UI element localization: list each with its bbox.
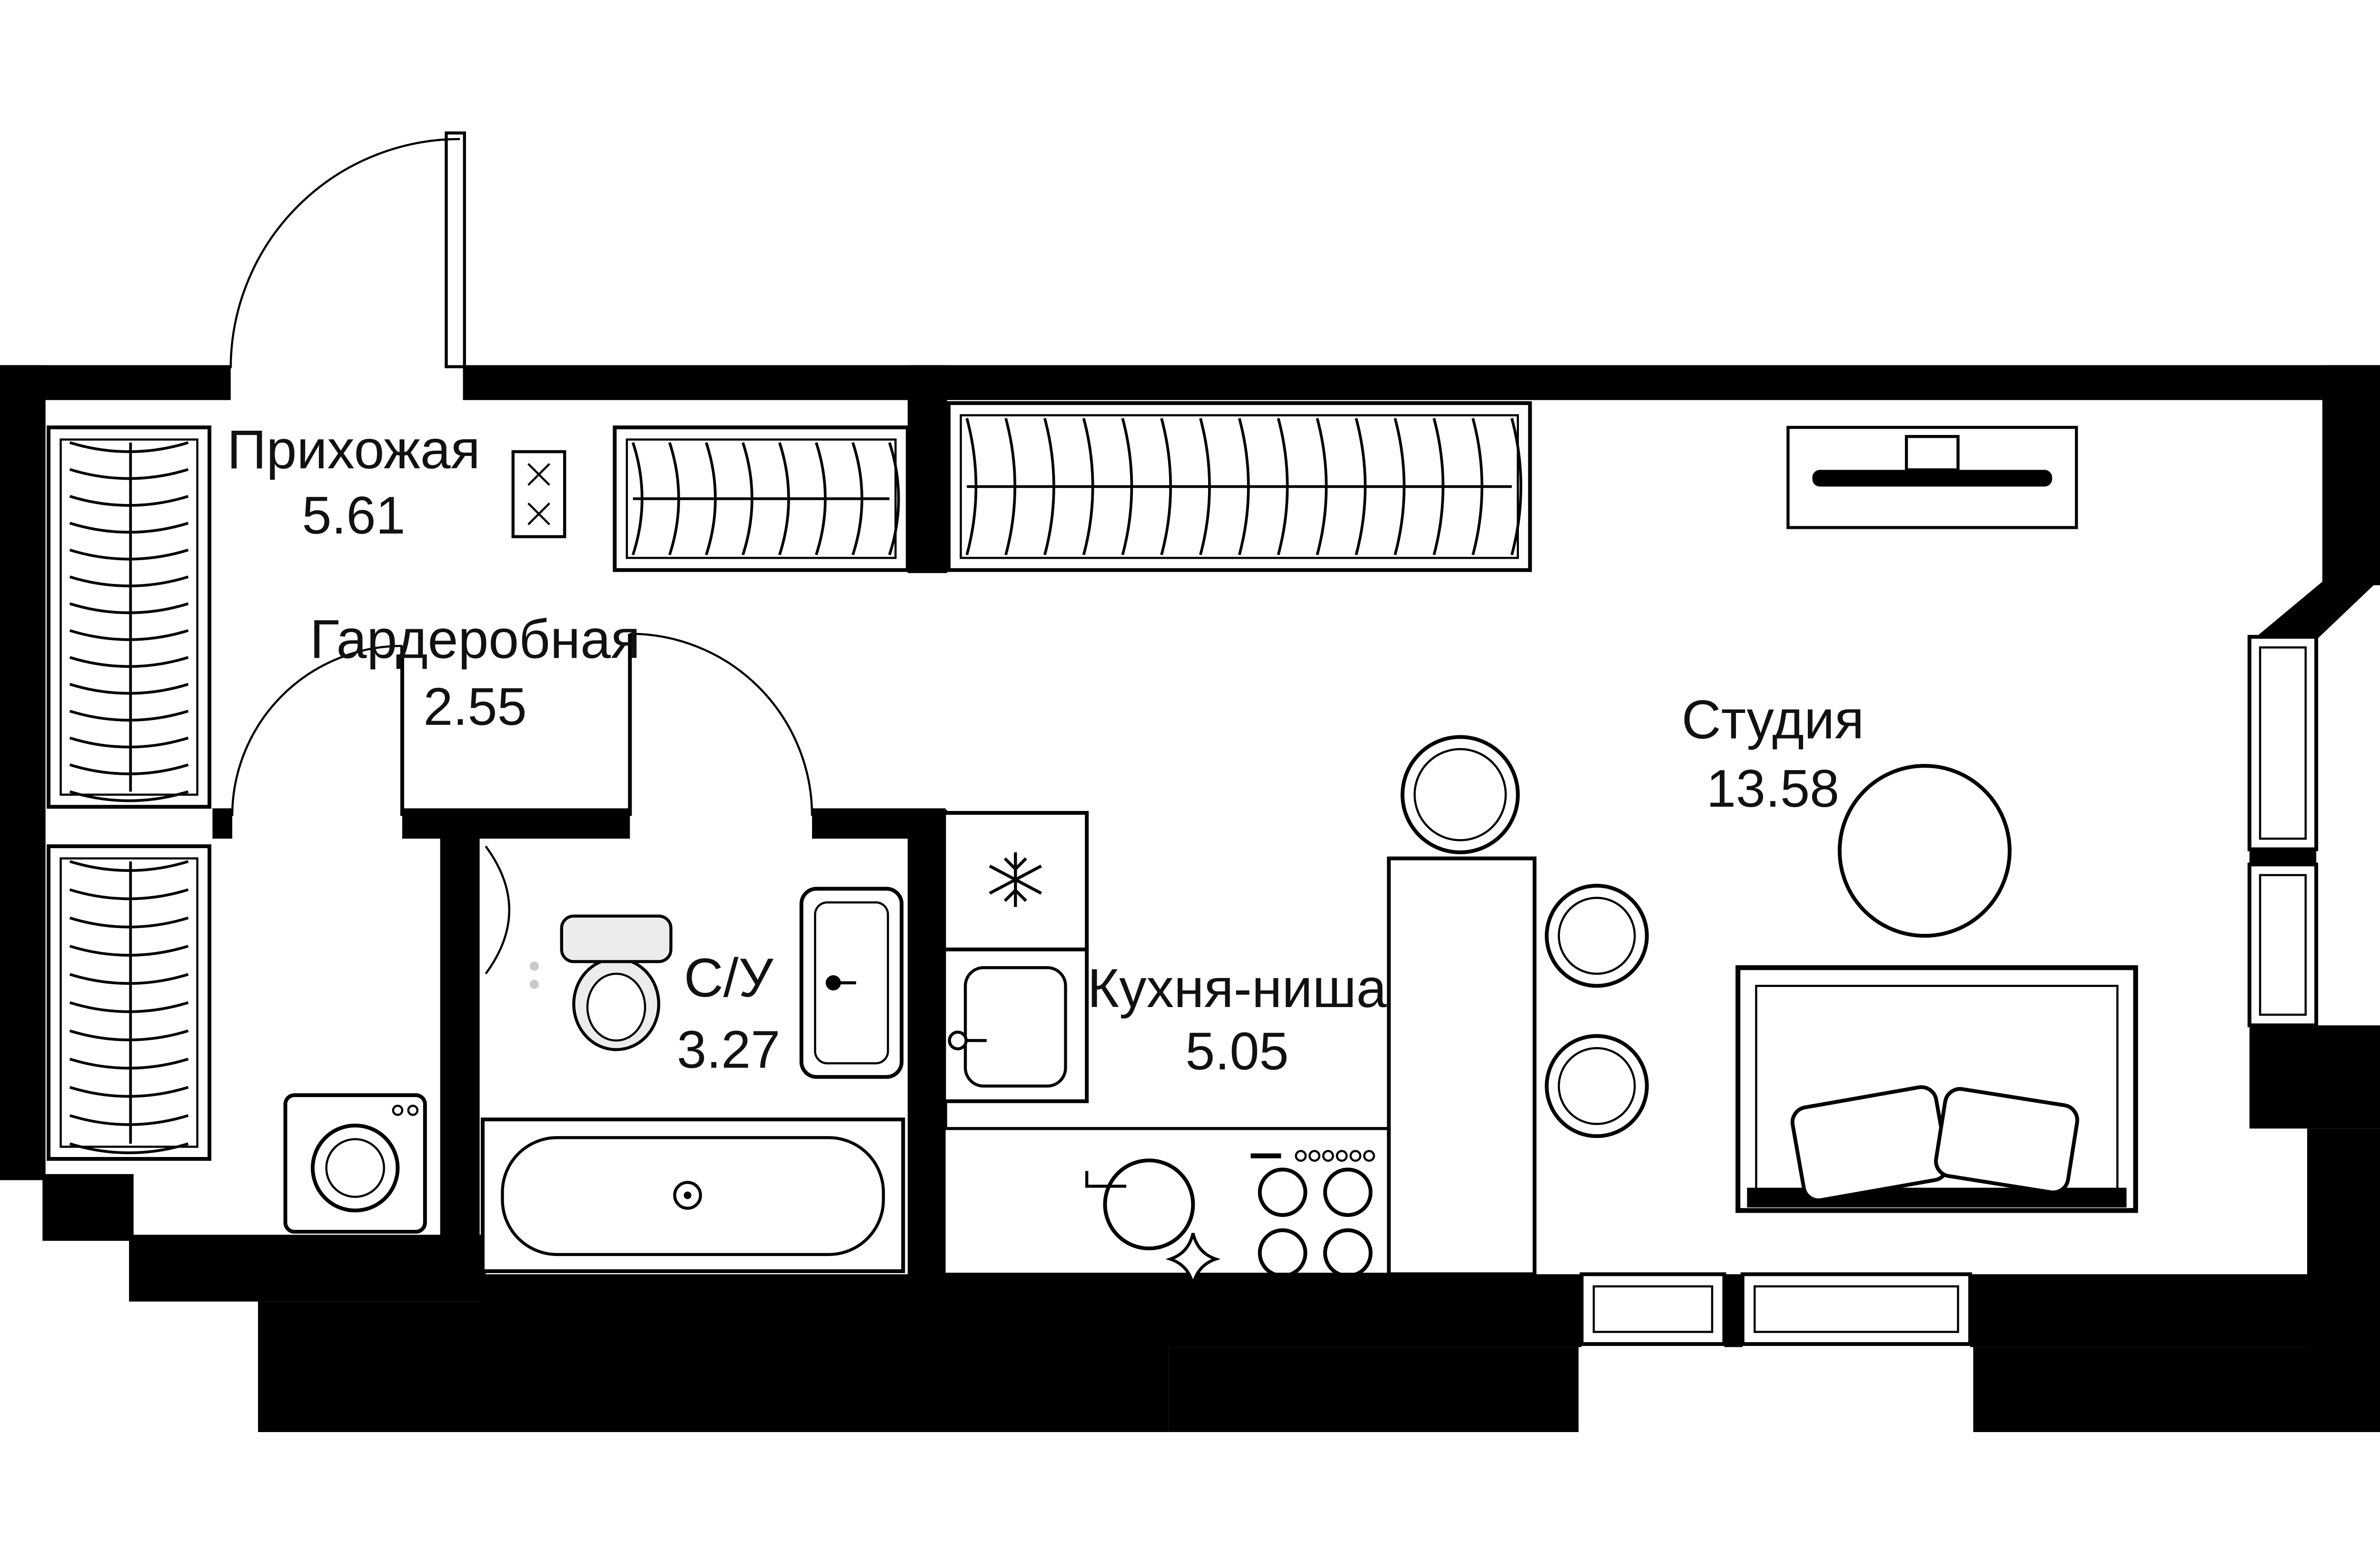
sparkle-icon [1165, 1233, 1221, 1285]
wall-segment [1169, 1347, 1579, 1432]
door-swing-arc [630, 633, 813, 816]
wall-segment [402, 808, 630, 839]
tv-icon [1786, 425, 2078, 529]
snowflake-icon [989, 852, 1042, 907]
wall-segment [907, 810, 947, 1290]
flush-dot [529, 961, 539, 971]
wardrobe-rail-icon [965, 418, 1523, 555]
room-name: Кухня-ниша [1087, 958, 1387, 1019]
wall-segment [907, 365, 947, 573]
washing-machine-icon [283, 1093, 427, 1234]
wardrobe-rail-icon [631, 442, 900, 555]
labels: Прихожая 5.61 Гардеробная 2.55 С/У 3.27 … [227, 419, 1864, 1081]
wall-segment [2249, 849, 2317, 865]
drain [673, 1181, 702, 1210]
wall-segment [42, 1174, 134, 1241]
closet-left-bottom [47, 844, 212, 1161]
cross-marks-icon [527, 463, 550, 525]
room-label-studio: Студия 13.58 [1682, 690, 1864, 818]
table-icon [1837, 764, 2012, 938]
room-label-wardrobe: Гардеробная 2.55 [310, 609, 640, 736]
bathtub-icon [481, 1117, 905, 1273]
window-bottom-left [1579, 1272, 1726, 1346]
bar-counter [1387, 856, 1537, 1276]
wardrobe-rail-icon [69, 441, 189, 802]
burner [1323, 1228, 1373, 1278]
wall-segment [1724, 1274, 1743, 1347]
kitchen-fixtures [942, 735, 1649, 1285]
wall-segment [1970, 1274, 2322, 1347]
wall-segment [212, 808, 232, 839]
furniture [283, 425, 2138, 1234]
closet-main [946, 401, 1532, 572]
kitchen-counter [942, 1127, 1390, 1276]
bed-icon [1735, 965, 2138, 1213]
faucet [1085, 1171, 1127, 1188]
stool-icon [1545, 884, 1649, 988]
room-label-hallway: Прихожая 5.61 [227, 419, 480, 545]
tv-screen [1812, 470, 2053, 487]
window-bottom-right [1740, 1272, 1973, 1346]
walls [0, 365, 2380, 1432]
stool-icon [1400, 735, 1520, 854]
room-name: Гардеробная [310, 609, 640, 670]
tv-mount [1904, 435, 1960, 472]
stove-icon [1250, 1150, 1375, 1278]
window-right-upper [2247, 635, 2319, 851]
bathroom-fixtures [481, 887, 905, 1273]
faucet-dot [948, 1030, 968, 1051]
doors [229, 131, 813, 975]
room-area: 2.55 [423, 677, 526, 736]
shaft-box [511, 450, 566, 538]
wardrobe-rail-icon [69, 860, 189, 1155]
room-name: С/У [684, 948, 774, 1008]
washbasin-icon [799, 887, 904, 1079]
wall-segment [440, 828, 480, 1290]
fridge-icon [942, 811, 1089, 951]
burner [1258, 1228, 1308, 1278]
flush-dot [529, 979, 539, 989]
wall-segment [2249, 1025, 2380, 1129]
bathroom-door [628, 633, 813, 816]
burner [1258, 1167, 1308, 1217]
closets [47, 401, 1532, 1161]
room-area: 3.27 [677, 1020, 780, 1079]
door-swing-arc [229, 138, 460, 368]
room-name: Студия [1682, 690, 1864, 751]
bathroom-inner-arc [485, 845, 511, 975]
wall-segment [941, 1274, 1582, 1347]
toilet-icon [529, 914, 673, 1051]
dishwasher-icon [1085, 1158, 1221, 1285]
wall-segment [2307, 1128, 2380, 1432]
wall-segment [463, 365, 2380, 400]
room-area: 5.05 [1185, 1021, 1289, 1081]
windows [1579, 635, 2319, 1346]
wall-diagonal [2252, 579, 2380, 640]
burner [1323, 1167, 1373, 1217]
pillow [1934, 1087, 2079, 1195]
entrance-door [229, 131, 466, 368]
wardrobe-door [231, 644, 405, 816]
kitchen-sink-icon [942, 947, 1089, 1103]
room-label-bathroom: С/У 3.27 [677, 948, 780, 1079]
closet-hallway [613, 425, 910, 572]
room-area: 5.61 [302, 485, 405, 545]
room-name: Прихожая [227, 419, 480, 480]
window-right-lower [2247, 862, 2319, 1028]
room-label-kitchen: Кухня-ниша 5.05 [1087, 958, 1387, 1081]
wall-segment [812, 808, 946, 839]
door-leaf [445, 131, 466, 368]
closet-left-top [47, 425, 212, 809]
wall-segment [0, 365, 46, 1180]
wall-segment [479, 1274, 953, 1347]
stool-icon [1545, 1034, 1649, 1138]
door-swing-arc [231, 644, 403, 816]
room-area: 13.58 [1706, 759, 1839, 818]
wall-segment [129, 1235, 486, 1302]
wall-segment [2322, 365, 2380, 585]
